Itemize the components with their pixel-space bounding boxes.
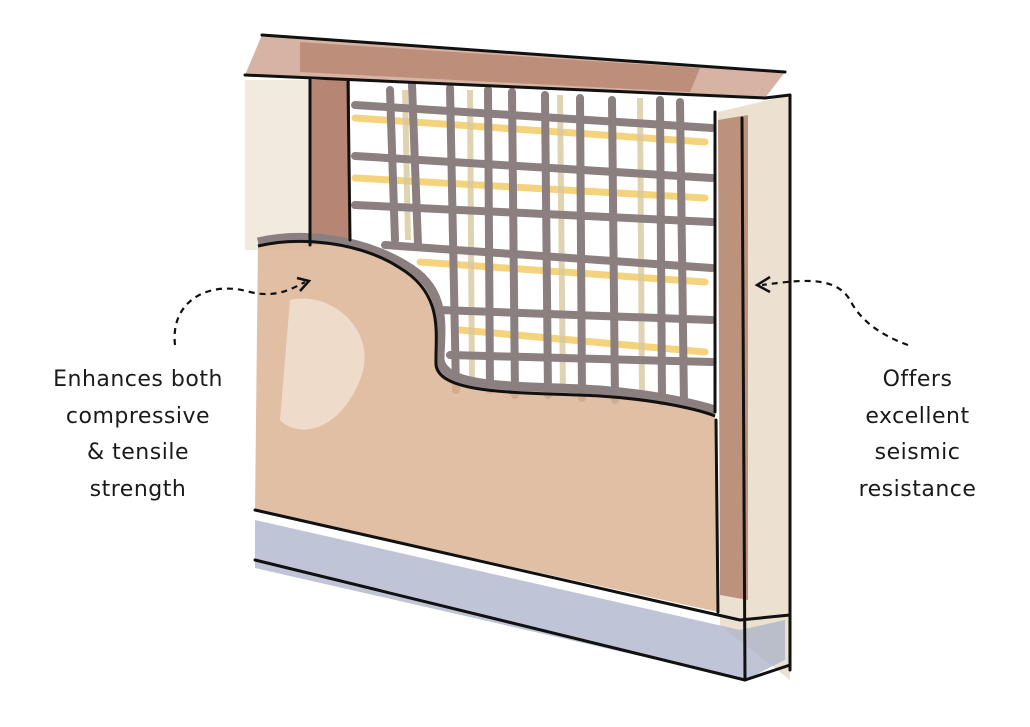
annotation-strength: Enhances both compressive & tensile stre… (22, 362, 254, 508)
plaster-edge (256, 232, 717, 415)
plaster-layer (255, 237, 718, 612)
annotation-line: Enhances both (53, 367, 223, 392)
right-arrow-path (761, 279, 909, 347)
frame-outlines (243, 33, 792, 682)
right-post-shade (718, 115, 748, 600)
annotation-seismic: Offers excellent seismic resistance (830, 362, 1005, 508)
annotation-line: excellent (865, 403, 970, 429)
stone-base (255, 520, 785, 680)
vertical-straw-bars (402, 89, 645, 401)
annotation-line: Offers (882, 367, 953, 392)
annotation-line: seismic (874, 440, 961, 465)
horizontal-reinforcement-bars (351, 101, 716, 366)
plaster-outline (257, 239, 716, 418)
annotation-line: & tensile (87, 440, 189, 465)
left-arrowhead-icon (296, 276, 312, 292)
plaster-highlight (280, 298, 365, 430)
annotation-line: strength (89, 476, 187, 502)
left-wash (245, 80, 310, 250)
right-arrowhead-icon (754, 275, 771, 294)
left-arrow-path (173, 281, 306, 346)
top-beam-shade (300, 42, 700, 92)
annotation-line: compressive (65, 403, 211, 429)
left-post (310, 80, 350, 245)
annotation-line: resistance (858, 476, 977, 502)
